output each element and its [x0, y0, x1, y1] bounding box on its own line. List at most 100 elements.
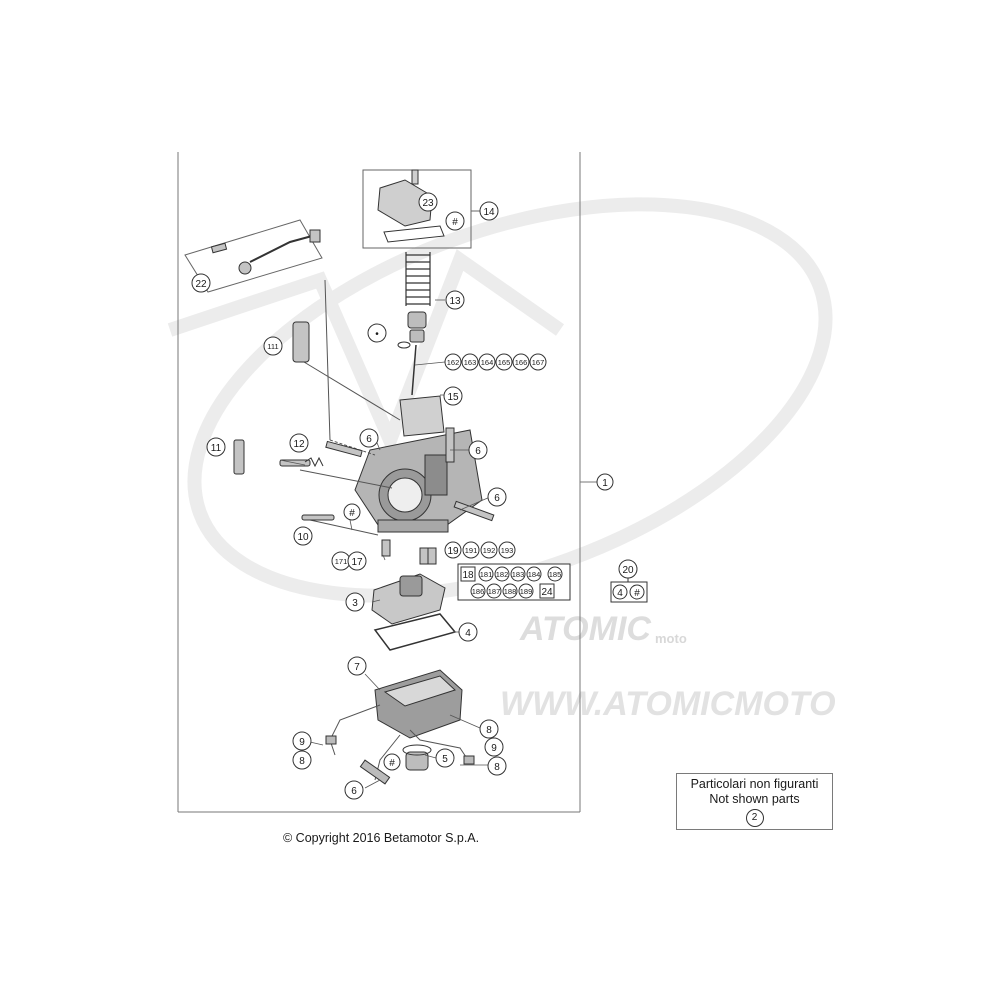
callout-165: 165: [495, 353, 513, 371]
throttle-top-cover: [377, 169, 445, 243]
box-18-row-2: 186 187 188 189 24: [470, 583, 555, 599]
hose-clips: [325, 735, 475, 785]
callout-hash-5: #: [383, 753, 401, 771]
callout-8b: 8: [292, 750, 312, 770]
svg-text:1: 1: [602, 478, 608, 489]
svg-text:17: 17: [351, 557, 363, 568]
callout-8c: 8: [487, 756, 507, 776]
callout-15: 15: [443, 386, 463, 406]
svg-text:3: 3: [352, 598, 358, 609]
jet-needle: [411, 344, 417, 396]
svg-text:23: 23: [422, 198, 434, 209]
throttle-cable-22: [238, 229, 321, 275]
svg-text:182: 182: [496, 570, 509, 579]
svg-text:11: 11: [211, 443, 222, 454]
svg-text:171: 171: [335, 557, 348, 566]
callout-hash-10: #: [343, 503, 361, 521]
callout-188: 188: [502, 583, 518, 599]
callout-9a: 9: [292, 731, 312, 751]
callout-18: 18: [460, 566, 476, 582]
legend-part-number: 2: [745, 809, 764, 827]
svg-text:9: 9: [299, 737, 305, 748]
svg-text:8: 8: [494, 762, 500, 773]
callout-162: 162: [444, 353, 462, 371]
choke-cable-parts: [233, 321, 335, 521]
box-18-row-1: 18 181 182 183 184 185: [460, 566, 563, 582]
callout-189: 189: [518, 583, 534, 599]
svg-text:193: 193: [501, 546, 514, 555]
callout-hash-14: #: [445, 211, 465, 231]
callout-9b: 9: [484, 737, 504, 757]
copyright-notice: © Copyright 2016 Betamotor S.p.A.: [283, 831, 480, 845]
callout-181: 181: [478, 566, 494, 582]
cable-lines: [299, 279, 401, 536]
svg-text:167: 167: [532, 358, 545, 367]
needle-holder: [397, 311, 427, 349]
legend-line-english: Not shown parts: [709, 792, 800, 806]
watermark-brand-sub: moto: [655, 631, 687, 646]
callout-3: 3: [345, 592, 365, 612]
callout-8a: 8: [479, 719, 499, 739]
svg-text:6: 6: [351, 786, 357, 797]
watermark-brand: ATOMIC: [519, 610, 651, 648]
svg-text:#: #: [349, 508, 355, 519]
svg-text:5: 5: [442, 754, 448, 765]
svg-text:183: 183: [512, 570, 525, 579]
svg-text:10: 10: [297, 532, 309, 543]
jet-row-162: 162 163 164 165 166 167: [444, 353, 547, 371]
callout-7: 7: [347, 656, 367, 676]
svg-text:7: 7: [354, 662, 360, 673]
jet-row-191: 191 192 193: [462, 541, 516, 559]
callout-6a: 6: [359, 428, 379, 448]
callout-182: 182: [494, 566, 510, 582]
svg-text:9: 9: [491, 743, 497, 754]
assembly-frame: [177, 152, 597, 813]
svg-text:20: 20: [622, 565, 634, 576]
svg-text:192: 192: [483, 546, 496, 555]
callout-185: 185: [547, 566, 563, 582]
callout-187: 187: [486, 583, 502, 599]
svg-text:4: 4: [617, 588, 623, 599]
callout-4: 4: [458, 622, 478, 642]
svg-text:162: 162: [447, 358, 460, 367]
callout-24: 24: [539, 583, 555, 599]
svg-text:24: 24: [541, 587, 553, 598]
svg-text:187: 187: [488, 587, 501, 596]
svg-text:•: •: [375, 329, 379, 340]
callout-163: 163: [461, 353, 479, 371]
svg-text:163: 163: [464, 358, 477, 367]
callout-1: 1: [596, 473, 614, 491]
svg-text:188: 188: [504, 587, 517, 596]
callout-14: 14: [479, 201, 499, 221]
watermark-url: WWW.ATOMICMOTO: [500, 685, 836, 723]
callout-166: 166: [512, 353, 530, 371]
callout-10: 10: [293, 526, 313, 546]
svg-text:13: 13: [449, 296, 461, 307]
callout-5: 5: [435, 748, 455, 768]
svg-text:181: 181: [480, 570, 493, 579]
callout-6c: 6: [487, 487, 507, 507]
callout-12: 12: [289, 433, 309, 453]
svg-text:184: 184: [528, 570, 541, 579]
callout-20: 20: [618, 559, 638, 579]
callout-23: 23: [418, 192, 438, 212]
svg-text:186: 186: [472, 587, 485, 596]
callout-19: 19: [444, 541, 462, 559]
svg-text:19: 19: [447, 546, 459, 557]
callout-13: 13: [445, 290, 465, 310]
callout-6b: 6: [468, 440, 488, 460]
svg-text:8: 8: [299, 756, 305, 767]
throttle-slide: [399, 395, 445, 437]
svg-text:#: #: [634, 588, 640, 599]
svg-text:12: 12: [293, 439, 305, 450]
float-bowl: [374, 669, 463, 771]
callout-191: 191: [462, 541, 480, 559]
callout-11: 11: [206, 437, 226, 457]
accelerator-pump: [371, 573, 446, 625]
svg-text:165: 165: [498, 358, 511, 367]
svg-text:22: 22: [195, 279, 207, 290]
callout-167: 167: [529, 353, 547, 371]
svg-text:6: 6: [475, 446, 481, 457]
